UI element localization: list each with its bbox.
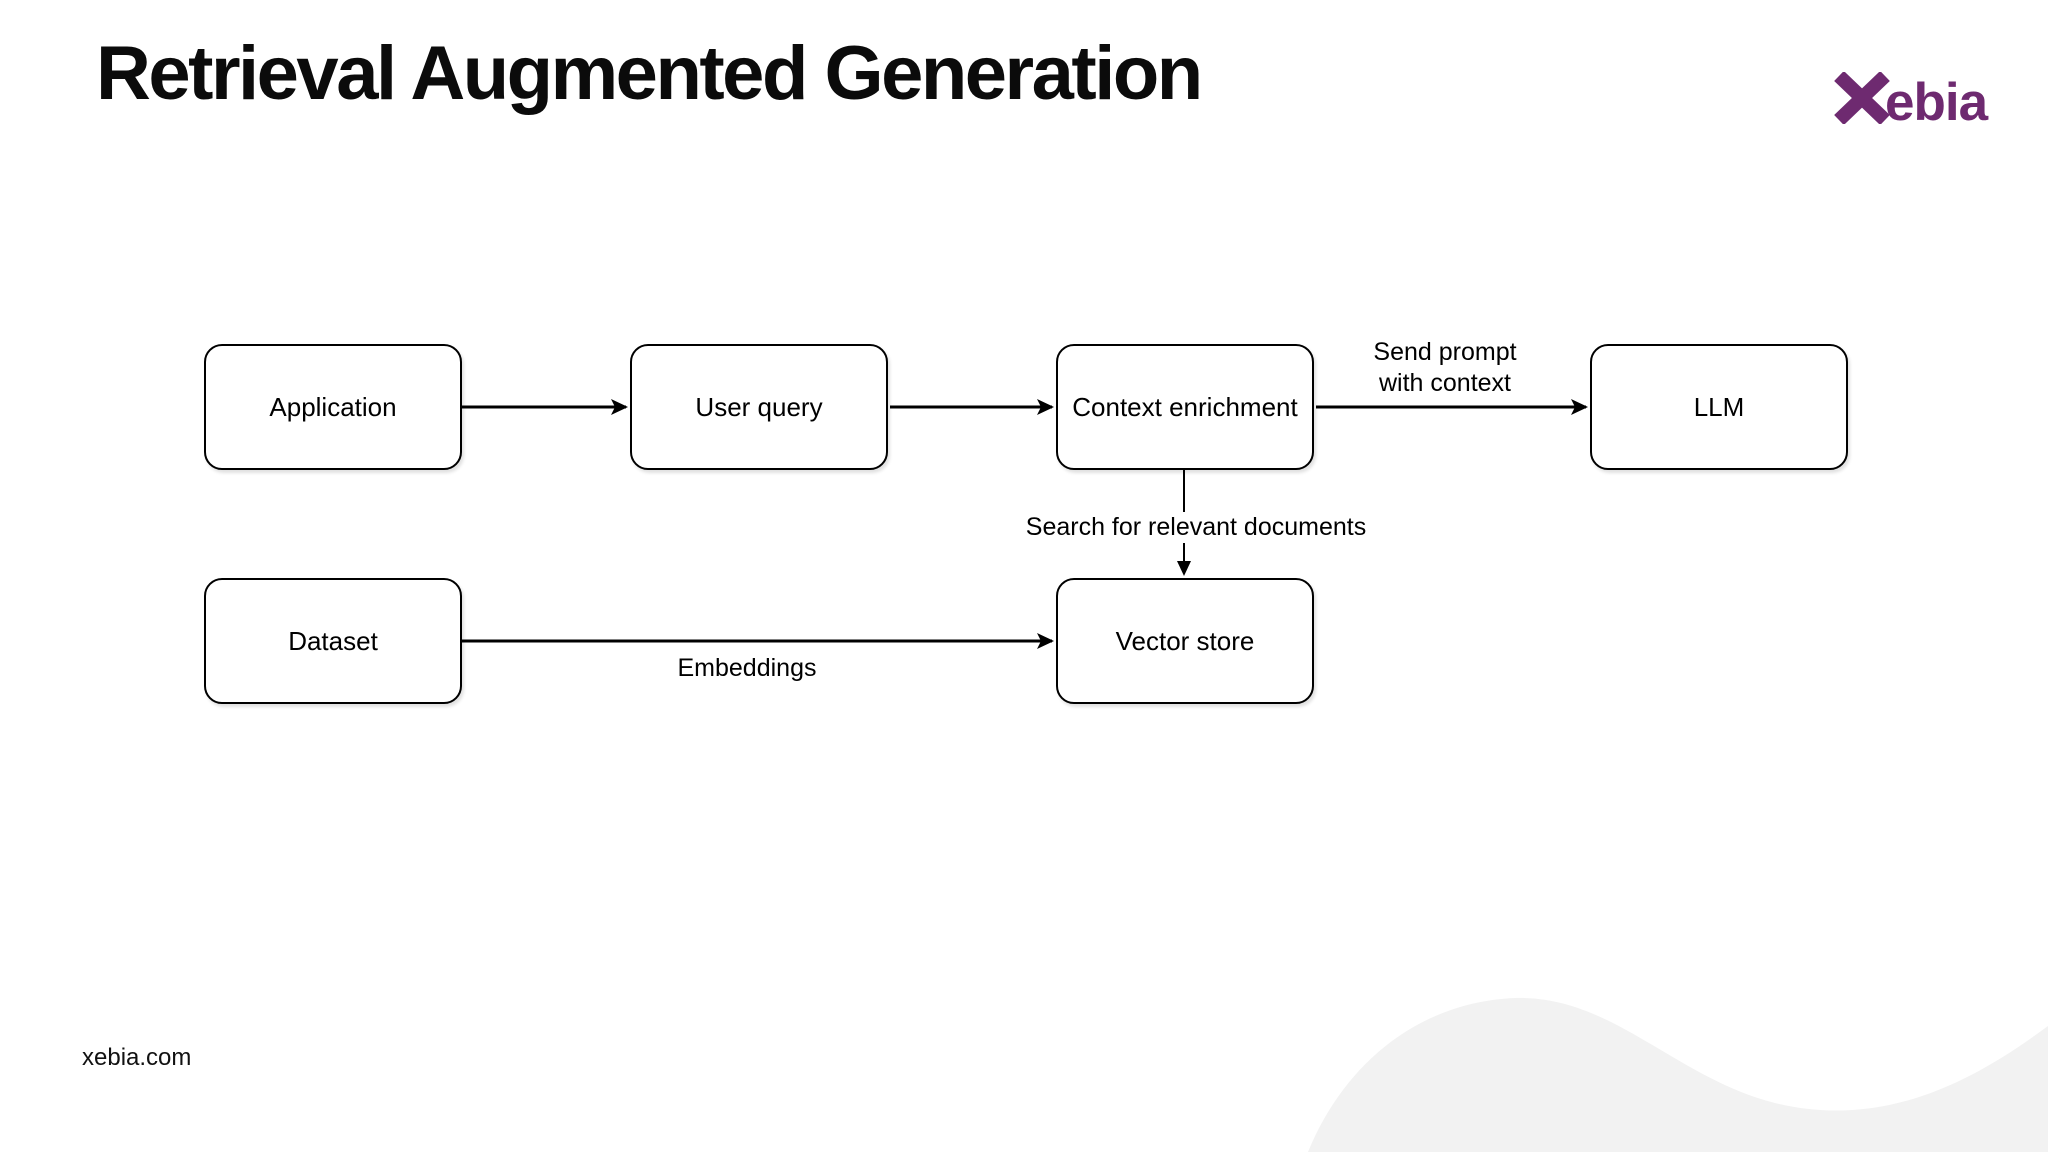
node-application: Application xyxy=(204,344,462,470)
node-llm: LLM xyxy=(1590,344,1848,470)
footer-link[interactable]: xebia.com xyxy=(82,1044,192,1071)
node-context-enrichment-label: Context enrichment xyxy=(1072,391,1298,422)
node-dataset-label: Dataset xyxy=(288,625,378,656)
node-vector-store: Vector store xyxy=(1056,578,1314,704)
node-vector-store-label: Vector store xyxy=(1115,625,1255,656)
node-context-enrichment: Context enrichment xyxy=(1056,344,1314,470)
node-application-label: Application xyxy=(269,391,397,422)
edge-label-embeddings: Embeddings xyxy=(677,654,817,682)
node-user-query-label: User query xyxy=(695,391,823,422)
edge-label-send-prompt: Send prompt with context xyxy=(1373,338,1517,397)
xebia-logo: ebia xyxy=(1834,72,1988,132)
xebia-wordmark: ebia xyxy=(1885,72,1988,132)
node-user-query: User query xyxy=(630,344,888,470)
node-dataset: Dataset xyxy=(204,578,462,704)
node-llm-label: LLM xyxy=(1693,391,1745,422)
edge-label-search-documents: Search for relevant documents xyxy=(966,512,1426,543)
xebia-x-icon xyxy=(1834,72,1890,124)
page-title: Retrieval Augmented Generation xyxy=(96,31,1203,116)
